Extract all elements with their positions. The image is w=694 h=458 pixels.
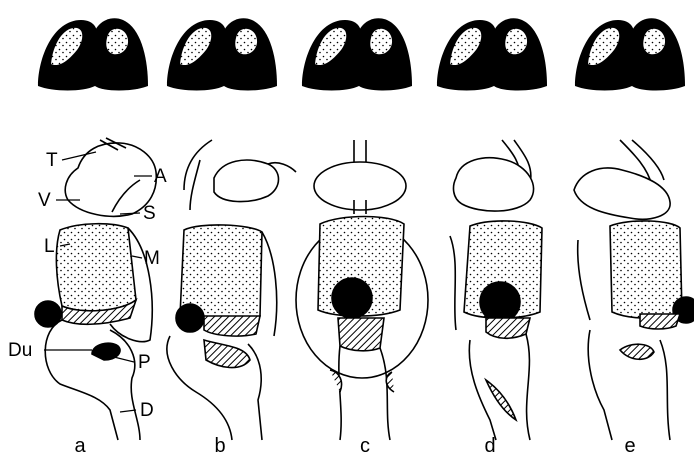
label-S: S (143, 203, 156, 224)
label-L: L (44, 236, 55, 257)
lobe-pair-e (575, 18, 685, 90)
lobe-pair-d (437, 18, 547, 90)
label-Du: Du (8, 340, 32, 361)
organ-drawing-c (296, 140, 428, 440)
label-A: A (154, 166, 167, 187)
label-T: T (46, 150, 58, 171)
organ-drawing-b (167, 140, 296, 440)
panel-label-b: b (214, 435, 225, 457)
lobe-pair-b (167, 18, 277, 90)
panel-label-e: e (624, 435, 635, 457)
lobe-pair-c (302, 18, 412, 90)
organ-drawing-e (574, 140, 694, 440)
panel-label-a: a (74, 435, 86, 457)
organ-drawing-a (35, 138, 156, 440)
label-D: D (140, 400, 154, 421)
panel-label-c: c (360, 435, 370, 457)
panel-label-d: d (484, 435, 495, 457)
label-P: P (138, 352, 151, 373)
lobe-pair-a (38, 18, 148, 90)
label-V: V (38, 190, 51, 211)
label-M: M (144, 248, 160, 269)
organ-drawing-d (450, 140, 542, 440)
